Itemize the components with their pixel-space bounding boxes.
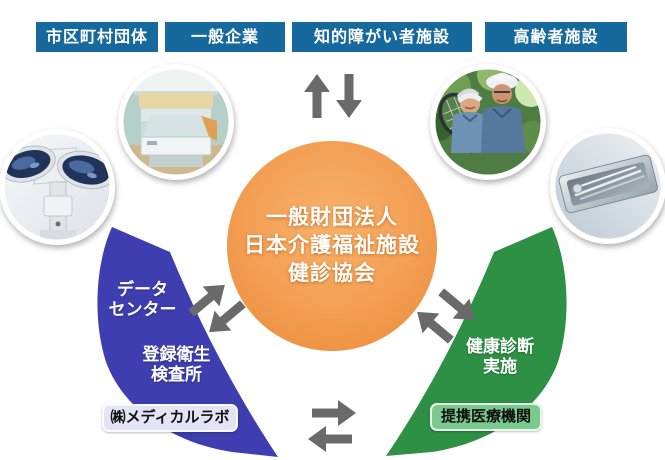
top-box-municipal: 市区町村団体	[36, 22, 158, 52]
partner-institutions-badge: 提携医療機関	[430, 403, 542, 431]
right-flow-arc	[386, 227, 567, 456]
left-flow-arc	[97, 227, 278, 457]
org-name-line1: 一般財団法人	[266, 206, 398, 229]
arrow-right-icon	[312, 400, 356, 426]
arrow-up-icon	[304, 74, 330, 118]
arrow-up-left-icon	[417, 311, 454, 344]
data-center-label: データ センター	[108, 280, 177, 319]
medical-instruments-tray-photo	[550, 128, 665, 244]
arrow-down-right-icon	[438, 288, 475, 321]
arrow-left-icon	[308, 426, 352, 452]
top-box-companies: 一般企業	[165, 22, 285, 52]
org-name-line2: 日本介護福祉施設	[244, 234, 420, 257]
top-box-disability-facilities: 知的障がい者施設	[292, 22, 472, 52]
org-name-line3: 健診協会	[288, 262, 376, 285]
medical-lab-badge: ㈱メディカルラボ	[102, 404, 238, 432]
health-exam-label: 健康診断 実施	[466, 337, 534, 376]
center-organization-circle: 一般財団法人 日本介護福祉施設 健診協会	[227, 141, 437, 351]
mri-scanner-room-photo	[118, 64, 234, 180]
top-box-elderly-facilities: 高齢者施設	[485, 22, 627, 52]
arrow-up-right-icon	[188, 284, 225, 317]
arrow-down-left-icon	[209, 300, 246, 333]
registered-lab-label: 登録衛生 検査所	[142, 345, 211, 384]
arrow-down-icon	[336, 74, 362, 118]
elderly-couple-tennis-photo	[430, 64, 546, 180]
surgical-lights-photo	[0, 129, 115, 245]
